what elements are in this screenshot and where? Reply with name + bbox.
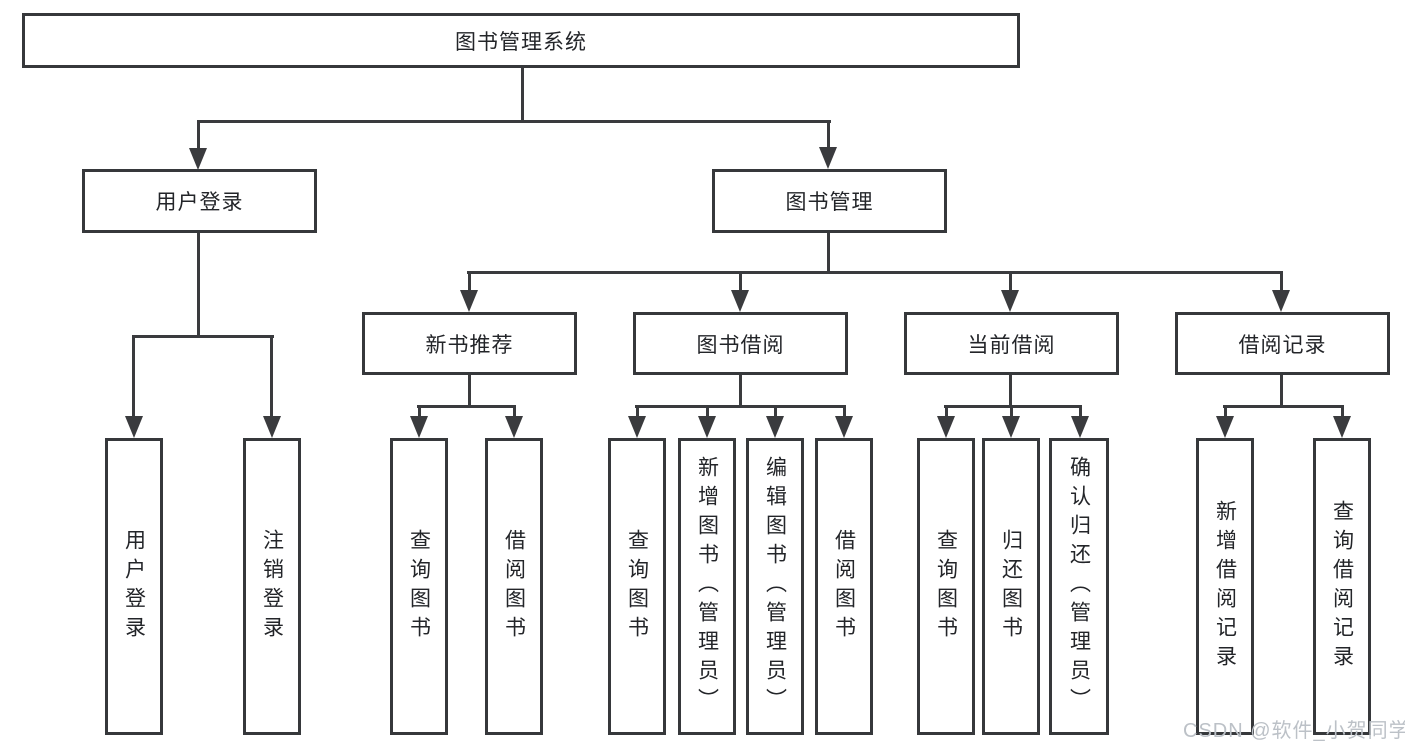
arrowhead-leaf-user-login [125,416,143,438]
connector-drop-leaf-logout [270,335,273,423]
leaf-rec-query-books: 查询图书 [390,438,448,735]
node-book-management: 图书管理 [712,169,947,233]
connector-book-management-trunk [827,233,830,274]
leaf-label: 编辑图书（管理员） [763,456,787,717]
connector-borrow-records-trunk [1280,375,1283,407]
node-user-login: 用户登录 [82,169,317,233]
leaf-bb-edit-books-admin: 编辑图书（管理员） [746,438,804,735]
arrowhead-new-book-rec [460,290,478,312]
connector-drop-new-book-rec [468,271,471,296]
connector-book-borrow-bar [635,405,846,408]
arrowhead-leaf [1216,416,1234,438]
connector-drop [945,405,948,423]
leaf-cb-query-books: 查询图书 [917,438,975,735]
leaf-label: 借阅图书 [502,528,526,645]
connector-new-book-rec-trunk [468,375,471,407]
connector-drop [418,405,421,423]
arrowhead-current-borrow [1001,290,1019,312]
node-borrow-records: 借阅记录 [1175,312,1390,375]
arrowhead-user-login [189,148,207,170]
leaf-rec-borrow-books: 借阅图书 [485,438,543,735]
connector-level3-bar [467,271,1283,274]
connector-drop-book-management [827,120,830,150]
connector-book-borrow-trunk [739,375,742,407]
leaf-label: 用户登录 [122,528,146,645]
leaf-label: 新增借阅记录 [1213,499,1237,674]
connector-drop [1224,405,1227,423]
connector-root-trunk [521,68,524,123]
leaf-user-login: 用户登录 [105,438,163,735]
arrowhead-leaf [766,416,784,438]
node-current-borrow: 当前借阅 [904,312,1119,375]
arrowhead-leaf [937,416,955,438]
node-library-management-system: 图书管理系统 [22,13,1020,68]
node-label: 图书借阅 [696,333,785,357]
arrowhead-leaf [628,416,646,438]
connector-drop [843,405,846,423]
connector-drop [513,405,516,423]
leaf-label: 新增图书（管理员） [695,456,719,717]
leaf-label: 借阅图书 [832,528,856,645]
connector-drop [1341,405,1344,423]
connector-borrow-records-bar [1223,405,1344,408]
leaf-query-borrow-record: 查询借阅记录 [1313,438,1371,735]
connector-current-borrow-bar [944,405,1082,408]
leaf-label: 查询图书 [934,528,958,645]
connector-drop-user-login [197,120,200,152]
leaf-label: 归还图书 [999,528,1023,645]
connector-current-borrow-trunk [1009,375,1012,407]
node-label: 当前借阅 [967,333,1056,357]
node-label: 用户登录 [155,191,244,214]
arrowhead-leaf [1071,416,1089,438]
leaf-add-borrow-record: 新增借阅记录 [1196,438,1254,735]
leaf-label: 查询图书 [625,528,649,645]
leaf-bb-borrow-books: 借阅图书 [815,438,873,735]
connector-drop [774,405,777,423]
node-book-borrow: 图书借阅 [633,312,848,375]
connector-drop-book-borrow [739,271,742,296]
leaf-bb-add-books-admin: 新增图书（管理员） [678,438,736,735]
connector-new-book-rec-bar [417,405,516,408]
leaf-label: 查询图书 [407,528,431,645]
connector-drop [636,405,639,423]
connector-drop [1010,405,1013,423]
arrowhead-leaf [1002,416,1020,438]
arrowhead-leaf [1333,416,1351,438]
arrowhead-borrow-records [1272,290,1290,312]
connector-level2-bar [197,120,831,123]
connector-drop-borrow-records [1280,271,1283,296]
node-label: 借阅记录 [1238,333,1327,357]
arrowhead-book-management [819,147,837,169]
connector-user-login-trunk [197,233,200,337]
connector-drop-leaf-user-login [132,335,135,423]
connector-drop-current-borrow [1009,271,1012,296]
node-label: 图书管理 [785,191,874,214]
connector-drop [706,405,709,423]
arrowhead-book-borrow [731,290,749,312]
node-label: 新书推荐 [425,333,514,357]
arrowhead-leaf [410,416,428,438]
node-label: 图书管理系统 [455,30,587,54]
connector-user-login-bar [132,335,274,338]
arrowhead-leaf [505,416,523,438]
leaf-cb-confirm-return-admin: 确认归还（管理员） [1049,438,1109,735]
node-new-book-recommend: 新书推荐 [362,312,577,375]
arrowhead-leaf [698,416,716,438]
leaf-bb-query-books: 查询图书 [608,438,666,735]
arrowhead-leaf-logout [263,416,281,438]
leaf-cb-return-books: 归还图书 [982,438,1040,735]
leaf-label: 确认归还（管理员） [1067,456,1091,717]
leaf-label: 注销登录 [260,528,284,645]
leaf-logout: 注销登录 [243,438,301,735]
csdn-watermark: CSDN @软件_小贺同学 [1183,720,1405,742]
connector-drop [1079,405,1082,423]
arrowhead-leaf [835,416,853,438]
leaf-label: 查询借阅记录 [1330,499,1354,674]
